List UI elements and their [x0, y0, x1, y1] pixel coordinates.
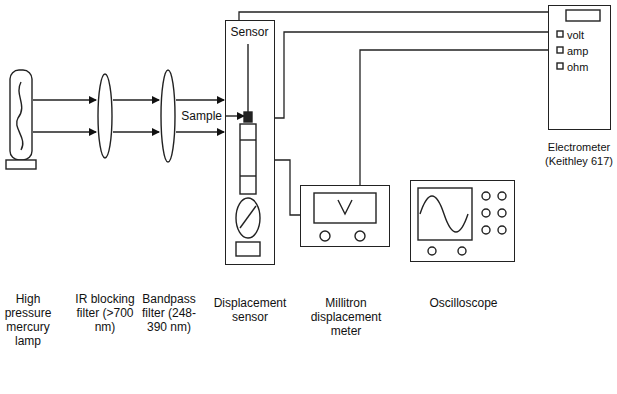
electrometer-button [557, 63, 563, 69]
electrometer-button [557, 31, 563, 37]
sample-tip [244, 112, 252, 122]
scope-knob [428, 247, 436, 255]
device-caption: Electrometer (Keithley 617) [542, 140, 616, 168]
displacement-meter: Millitron displacement meter [300, 185, 390, 247]
signal-wire [275, 32, 548, 118]
scope-knob [482, 226, 490, 234]
scope-screen [418, 188, 472, 240]
scope-knob [482, 209, 490, 217]
device-text: amp [567, 44, 607, 58]
probe-ring [240, 139, 256, 140]
light-beam [113, 131, 159, 132]
scope-knob [498, 192, 506, 200]
light-beam [176, 99, 224, 100]
light-beam [33, 131, 96, 132]
signal-wire [239, 12, 548, 20]
light-beam [33, 99, 96, 100]
lamp-base [6, 160, 36, 169]
sensor-base [236, 242, 260, 256]
meter-knob [320, 231, 330, 241]
ir-filter-lens [98, 74, 112, 158]
device-text: Millitron displacement meter [296, 296, 396, 338]
device-text: ohm [567, 60, 607, 74]
sensor-probe [240, 124, 256, 194]
electrometer-button [557, 47, 563, 53]
device-text: volt [567, 28, 607, 42]
filter-label: IR blocking filter (>700 nm) [75, 292, 135, 334]
electrometer: voltampohmElectrometer (Keithley 617) [548, 5, 611, 130]
meter-window [314, 193, 376, 223]
bandpass-filter-lens [161, 70, 175, 162]
sample-leader [226, 115, 244, 116]
light-beam [113, 99, 159, 100]
oscilloscope: Oscilloscope [410, 180, 515, 262]
probe-ring [240, 175, 256, 176]
electrometer-display [566, 10, 600, 21]
meter-knob [355, 231, 365, 241]
lamp-label: High pressure mercury lamp [0, 292, 56, 348]
filter-label: Bandpass filter (248-390 nm) [138, 292, 200, 334]
device-text: Oscilloscope [411, 296, 516, 310]
scope-knob [498, 209, 506, 217]
mount-screw [240, 206, 256, 228]
scope-trace [420, 196, 468, 232]
device-caption: Displacement sensor [203, 296, 297, 324]
signal-wire [275, 160, 300, 215]
meter-needle [338, 200, 352, 214]
lamp-envelope [10, 70, 32, 160]
signal-wire [360, 50, 548, 185]
sample-label: Sample [176, 109, 222, 123]
scope-knob [482, 192, 490, 200]
displacement-sensor: SensorDisplacement sensor [225, 20, 275, 265]
scope-knob [458, 247, 466, 255]
scope-knob [498, 226, 506, 234]
light-beam [176, 131, 224, 132]
device-text: Sensor [228, 25, 271, 39]
sensor-mount [236, 198, 260, 238]
lamp-arc [17, 82, 23, 150]
sensor-rod [247, 44, 248, 112]
